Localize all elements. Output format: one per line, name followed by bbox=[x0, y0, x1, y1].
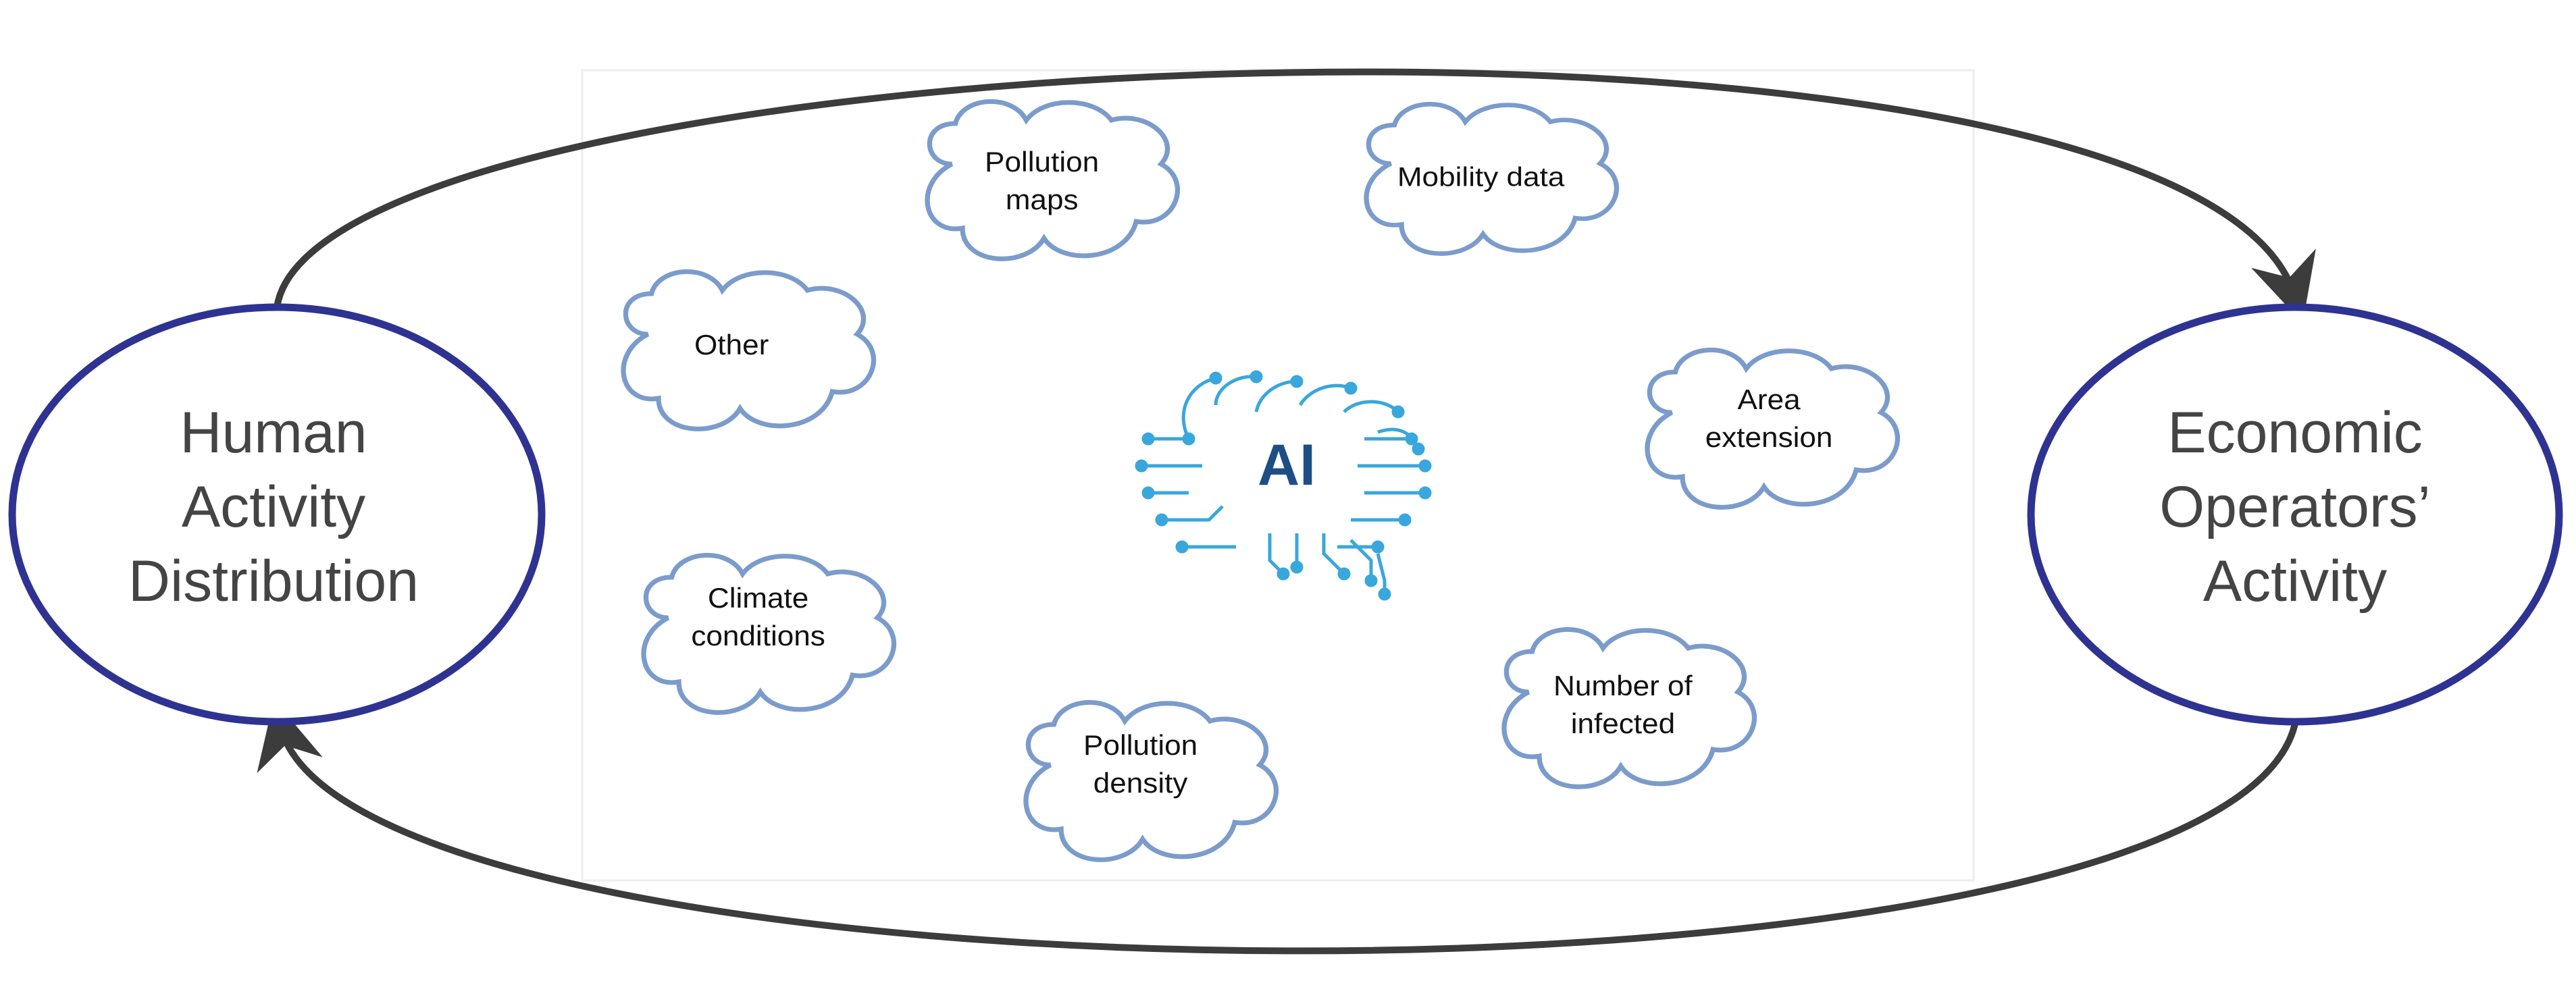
cloud-label-line: extension bbox=[1705, 422, 1833, 454]
cloud-other: Other bbox=[621, 269, 877, 431]
node-label-line: Activity bbox=[2203, 549, 2387, 614]
arrow-bottom bbox=[257, 699, 2298, 955]
ai-label: AI bbox=[1258, 433, 1316, 498]
cloud-pollution-maps: Pollution maps bbox=[925, 99, 1181, 261]
ai-brain-icon bbox=[1135, 370, 1432, 601]
cloud-pollution-density: Pollution density bbox=[1023, 699, 1279, 862]
node-label-line: Economic bbox=[2167, 400, 2423, 465]
cloud-area-extension: Area extension bbox=[1645, 347, 1901, 510]
cloud-label-line: Mobility data bbox=[1397, 161, 1565, 192]
cloud-label-line: maps bbox=[1006, 184, 1079, 216]
cloud-label-line: conditions bbox=[691, 620, 825, 652]
node-label-line: Operators’ bbox=[2159, 475, 2431, 539]
cloud-label-line: Pollution bbox=[985, 147, 1099, 178]
cloud-mobility-data: Mobility data bbox=[1364, 101, 1620, 256]
node-human-activity-distribution: Human Activity Distribution bbox=[8, 303, 546, 726]
cloud-label-line: density bbox=[1093, 768, 1188, 799]
cloud-label-line: Pollution bbox=[1083, 730, 1197, 762]
cloud-label-line: Area bbox=[1738, 384, 1801, 416]
cloud-number-of-infected: Number of infected bbox=[1501, 627, 1757, 789]
cloud-label-line: Number of bbox=[1553, 670, 1693, 702]
cloud-label-line: Other bbox=[694, 329, 769, 361]
node-label-line: Human bbox=[180, 400, 367, 465]
arrow-top bbox=[274, 68, 2316, 323]
node-economic-operators-activity: Economic Operators’ Activity bbox=[2027, 303, 2563, 726]
cloud-label-line: infected bbox=[1571, 708, 1675, 740]
node-label-line: Distribution bbox=[128, 549, 419, 614]
cloud-climate-conditions: Climate conditions bbox=[641, 552, 897, 715]
cloud-label-line: Climate bbox=[708, 583, 808, 614]
node-label-line: Activity bbox=[182, 475, 365, 539]
